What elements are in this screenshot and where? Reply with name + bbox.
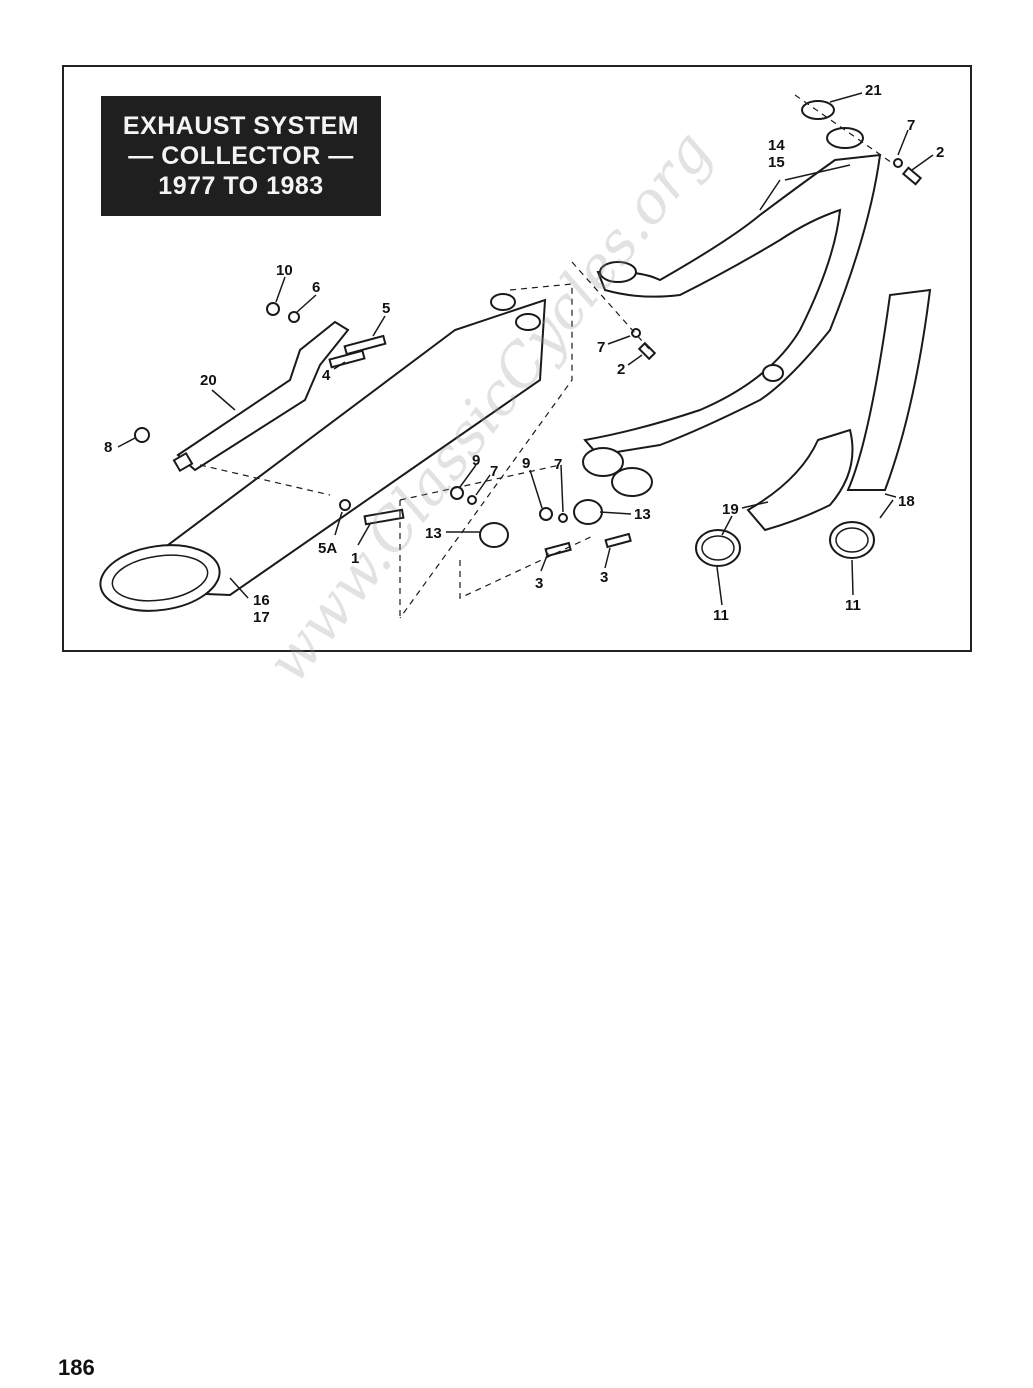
exhaust-diagram: 21 7 2 14 15 10 6 5 4 20 8 7 2 9 7 9 7 1… <box>99 82 944 626</box>
callout-7: 7 <box>907 117 915 134</box>
callout-7d: 7 <box>554 456 562 473</box>
callout-19: 19 <box>722 501 739 518</box>
callout-13b: 13 <box>634 506 651 523</box>
callout-8: 8 <box>104 439 112 456</box>
muffler-bracket <box>172 320 350 473</box>
callout-18: 18 <box>898 493 915 510</box>
header-pipes <box>582 127 882 497</box>
callout-7c: 7 <box>490 463 498 480</box>
fasteners <box>134 158 923 558</box>
clamp-right <box>573 499 603 525</box>
callout-14: 14 <box>768 137 785 154</box>
hose-clamp-right <box>829 521 875 559</box>
callout-21: 21 <box>865 82 882 99</box>
callout-4: 4 <box>322 367 331 384</box>
assembly-lines <box>199 94 896 619</box>
callout-15: 15 <box>768 154 785 171</box>
callout-5: 5 <box>382 300 390 317</box>
callout-5a: 5A <box>318 540 337 557</box>
callout-11b: 11 <box>845 597 861 614</box>
callout-13: 13 <box>425 525 442 542</box>
callout-10: 10 <box>276 262 293 279</box>
callout-20: 20 <box>200 372 217 389</box>
callout-9b: 9 <box>522 455 530 472</box>
leader-lines <box>117 92 934 606</box>
callout-17: 17 <box>253 609 270 626</box>
hose-clamp-left <box>695 529 741 567</box>
title-line-2: — COLLECTOR — <box>128 142 354 170</box>
title-line-1: EXHAUST SYSTEM <box>122 112 360 140</box>
muffler <box>99 293 547 612</box>
callout-2: 2 <box>936 144 944 161</box>
clamp-left <box>479 522 509 548</box>
title-line-3: 1977 TO 1983 <box>158 172 324 200</box>
diagram-title: EXHAUST SYSTEM — COLLECTOR — 1977 TO 198… <box>101 96 381 216</box>
page-number: 186 <box>58 1355 95 1380</box>
callout-labels: 21 7 2 14 15 10 6 5 4 20 8 7 2 9 7 9 7 1… <box>104 82 944 626</box>
callout-16: 16 <box>253 592 270 609</box>
callout-9: 9 <box>472 452 480 469</box>
exhaust-gasket <box>801 100 835 120</box>
callout-11: 11 <box>713 607 729 624</box>
callout-3: 3 <box>535 575 543 592</box>
callout-3b: 3 <box>600 569 608 586</box>
callout-7b: 7 <box>597 339 605 356</box>
callout-6: 6 <box>312 279 320 296</box>
heat-shields <box>746 288 932 532</box>
callout-2b: 2 <box>617 361 625 378</box>
callout-1: 1 <box>351 550 359 567</box>
